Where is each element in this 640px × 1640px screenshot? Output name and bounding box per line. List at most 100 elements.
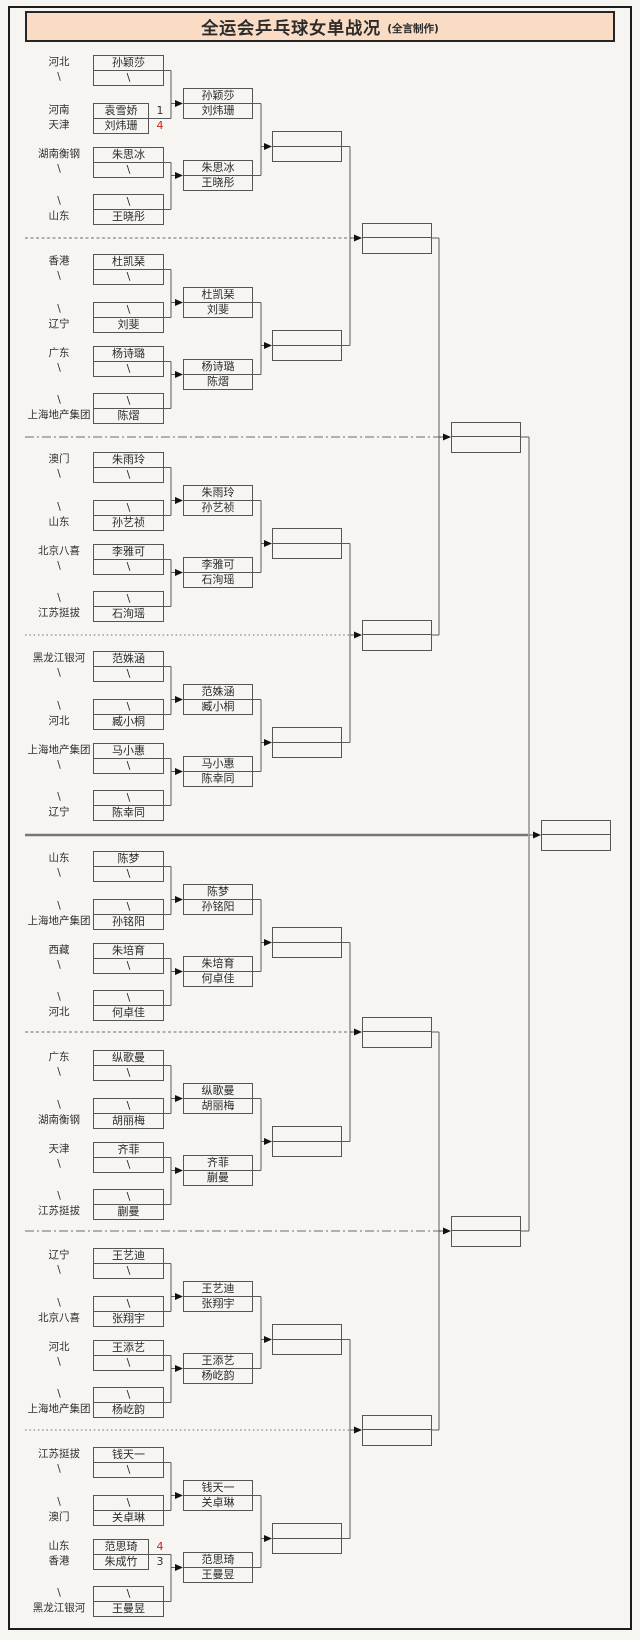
round2-box-slot: 孙铭阳 (201, 899, 235, 913)
match-box-slot: 胡丽梅 (112, 1113, 145, 1127)
round2-box-slot: 关卓琳 (201, 1495, 235, 1509)
match-box-slot: \ (94, 195, 163, 210)
match-box-slot: \ (126, 1157, 131, 1171)
round2-box: 马小惠陈幸同 (183, 756, 253, 787)
round2-box-slot: 王艺迪 (184, 1282, 252, 1297)
match-box-slot: 袁雪娇 (94, 104, 148, 119)
round-of-16-box-slot (273, 1539, 341, 1554)
match-box-slot: \ (126, 1065, 131, 1079)
round-of-16-box (272, 1523, 342, 1554)
quarterfinal-box (362, 619, 432, 651)
semifinal-box-slot (452, 1231, 520, 1246)
round2-box: 王添艺杨屹韵 (183, 1353, 253, 1384)
team-label: 湖南衡钢 (38, 148, 80, 160)
round2-box-slot: 范思琦 (184, 1553, 252, 1568)
team-label: \ (57, 303, 61, 315)
round-of-16-box-slot (273, 544, 341, 559)
team-label: \ (57, 1190, 61, 1202)
match-box-slot: 张翔宇 (112, 1311, 145, 1325)
round2-box-slot: 刘炜珊 (201, 103, 235, 117)
round-of-16-box (272, 727, 342, 758)
team-label: 澳门 (48, 1511, 70, 1523)
quarterfinal-box-slot (363, 224, 431, 238)
match-box-slot: 蒯曼 (117, 1204, 140, 1218)
match-box-slot: 范姝涵 (94, 652, 163, 667)
match-box-slot: 石洵瑶 (112, 606, 145, 620)
team-label: \ (57, 394, 61, 406)
match-box-slot: \ (126, 361, 131, 375)
round2-box-slot: 陈梦 (184, 885, 252, 900)
match-box-slot: \ (94, 900, 163, 915)
team-label: 江苏挺拔 (38, 1448, 80, 1460)
quarterfinal-box-slot (363, 1430, 431, 1445)
round2-box: 李雅可石洵瑶 (183, 557, 253, 588)
chart-outer-border (8, 6, 632, 1630)
match-box-slot: 孙铭阳 (112, 914, 145, 928)
round2-box-slot: 李雅可 (184, 558, 252, 573)
match-box: \陈熠 (93, 393, 164, 424)
match-score: 1 (156, 104, 164, 117)
match-box: 纵歌曼\ (93, 1050, 164, 1081)
team-label: 河北 (48, 56, 70, 68)
round-of-16-box (272, 131, 342, 162)
match-box: \石洵瑶 (93, 591, 164, 622)
round-of-16-box-slot (273, 743, 341, 758)
match-box-slot: 刘炜珊 (104, 118, 138, 132)
round-of-16-box-slot (273, 346, 341, 361)
match-box: 朱培育\ (93, 943, 164, 974)
quarterfinal-box-slot (363, 635, 431, 650)
team-label: 黑龙江银河 (32, 1602, 86, 1614)
match-box-slot: 杜凯琹 (94, 255, 163, 270)
match-box-slot: 朱成竹 (104, 1554, 138, 1568)
round-of-16-box (272, 1126, 342, 1157)
round2-box: 孙颖莎刘炜珊 (183, 88, 253, 119)
match-box-slot: \ (126, 1263, 131, 1277)
match-box: \关卓琳 (93, 1495, 164, 1526)
quarterfinal-box-slot (363, 1032, 431, 1047)
round2-box-slot: 纵歌曼 (184, 1084, 252, 1099)
round-of-16-box-slot (273, 147, 341, 162)
round2-box: 朱培育何卓佳 (183, 956, 253, 987)
match-box: \孙艺祯 (93, 500, 164, 531)
round2-box-slot: 朱雨玲 (184, 486, 252, 501)
round2-box-slot: 陈熠 (207, 374, 229, 388)
round2-box-slot: 杨屹韵 (201, 1368, 235, 1382)
team-label: 西藏 (48, 944, 70, 956)
quarterfinal-box-slot (363, 238, 431, 253)
quarterfinal-box-slot (363, 1416, 431, 1430)
round2-box-slot: 孙颖莎 (184, 89, 252, 104)
team-label: 河北 (48, 1006, 70, 1018)
match-box: \刘斐 (93, 302, 164, 333)
team-label: \ (57, 1463, 61, 1475)
final-box-slot (542, 821, 610, 835)
match-box-slot: 马小惠 (94, 744, 163, 759)
match-box: 李雅可\ (93, 544, 164, 575)
team-label: 上海地产集团 (27, 915, 91, 927)
match-box-slot: \ (126, 559, 131, 573)
team-label: \ (57, 667, 61, 679)
round2-box: 范思琦王曼昱 (183, 1552, 253, 1583)
semifinal-box (451, 1215, 521, 1247)
match-box: 王艺迪\ (93, 1248, 164, 1279)
team-label: \ (57, 1496, 61, 1508)
match-box: 孙颖莎\ (93, 55, 164, 86)
team-label: \ (57, 700, 61, 712)
match-box-slot: 王艺迪 (94, 1249, 163, 1264)
final-box-slot (542, 835, 610, 850)
match-box-slot: \ (94, 394, 163, 409)
round2-box-slot: 朱培育 (184, 957, 252, 972)
match-box: 范思琦朱成竹 (93, 1539, 149, 1570)
match-box-slot: 陈熠 (117, 408, 140, 422)
team-label: 澳门 (48, 453, 70, 465)
match-box-slot: 陈梦 (94, 852, 163, 867)
round2-box-slot: 刘斐 (207, 302, 229, 316)
team-label: \ (57, 1388, 61, 1400)
round-of-16-box-slot (273, 331, 341, 346)
round2-box: 杜凯琹刘斐 (183, 287, 253, 318)
match-box-slot: 范思琦 (94, 1540, 148, 1555)
team-label: 山东 (48, 210, 70, 222)
quarterfinal-box (362, 222, 432, 254)
team-label: 广东 (48, 1051, 70, 1063)
match-box-slot: \ (94, 1496, 163, 1511)
